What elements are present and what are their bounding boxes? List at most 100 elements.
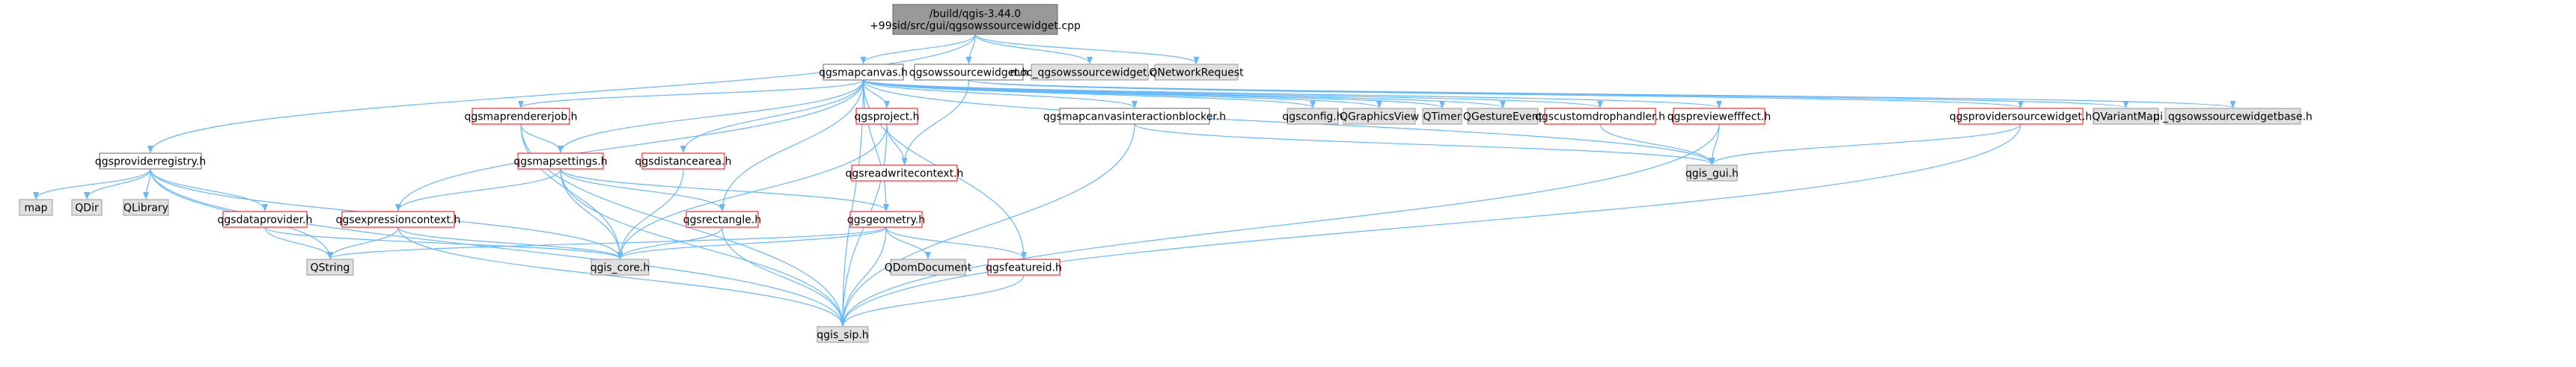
edge-qgsexpressioncontext-to-qgis_sip — [397, 226, 846, 327]
node-label-root: +99sid/src/gui/qgsowssourcewidget.cpp — [870, 20, 1081, 32]
node-qgsexpressioncontext[interactable]: qgsexpressioncontext.h — [336, 211, 461, 228]
node-qgis_gui: qgis_gui.h — [1685, 164, 1739, 182]
node-box-qdir — [71, 199, 103, 216]
node-label-qgsproviderregistry: qgsproviderregistry.h — [95, 156, 206, 168]
edge-qgsfeatureid-to-qgis_sip — [840, 274, 1025, 327]
node-label-qtimer: QTimer — [1423, 111, 1461, 123]
edge-qgsproviderregistry-to-qdir — [84, 168, 151, 200]
node-qgsmapcanvas[interactable]: qgsmapcanvas.h — [819, 64, 908, 81]
edge-qgsrectangle-to-qgis_sip — [721, 226, 846, 327]
edge-root-to-qnetworkrequest — [974, 34, 1200, 64]
node-label-qgsowssourcewidget: qgsowssourcewidget.h — [909, 67, 1028, 79]
node-label-qgsconfig: qgsconfig.h — [1282, 111, 1343, 123]
edge-qgsgeometry-to-qgis_core — [617, 226, 887, 259]
edge-root-to-qgsproviderregistry — [147, 34, 976, 153]
node-label-qgspreviewefffect: qgspreviewefffect.h — [1667, 111, 1771, 123]
edge-qgsmapcanvas-to-qgsdistancearea — [680, 79, 864, 153]
node-qdir: QDir — [71, 199, 103, 216]
node-label-qgsmapcanvas: qgsmapcanvas.h — [819, 67, 908, 79]
node-qgsmapsettings[interactable]: qgsmapsettings.h — [513, 152, 608, 170]
node-qgsmapcanvasinteractionblocker[interactable]: qgsmapcanvasinteractionblocker.h — [1043, 108, 1226, 125]
edge-qgsmapcanvas-to-qgsmapsettings — [558, 79, 864, 153]
node-qgspreviewefffect[interactable]: qgspreviewefffect.h — [1667, 108, 1771, 125]
node-box-qgspreviewefffect — [1673, 108, 1765, 125]
node-box-moc — [1031, 64, 1149, 81]
node-qgsrectangle[interactable]: qgsrectangle.h — [683, 211, 761, 228]
node-qgis_sip: qgis_sip.h — [817, 326, 869, 343]
edge-qgsproviderregistry-to-qlibrary — [143, 168, 151, 200]
node-box-ui_qgsowssourcewidgetbase — [2164, 108, 2301, 125]
node-qgsdistancearea[interactable]: qgsdistancearea.h — [635, 152, 732, 170]
node-box-qgscustomdrophandler — [1544, 108, 1656, 125]
edge-qgsmapcanvas-to-qgsexpressioncontext — [395, 79, 864, 212]
node-label-qgsreadwritecontext: qgsreadwritecontext.h — [846, 168, 964, 180]
node-ui_qgsowssourcewidgetbase: ui_qgsowssourcewidgetbase.h — [2153, 108, 2313, 125]
node-box-qgestureevent — [1467, 108, 1539, 125]
node-label-qgsfeatureid: qgsfeatureid.h — [986, 262, 1062, 274]
node-label-qgsmapcanvasinteractionblocker: qgsmapcanvasinteractionblocker.h — [1043, 111, 1226, 123]
edge-qgsmapsettings-to-qgis_core — [560, 168, 623, 259]
node-box-qgsrectangle — [686, 211, 759, 228]
node-label-qgsprovidersourcewidget: qgsprovidersourcewidget.h — [1950, 111, 2092, 123]
node-qdomdocument: QDomDocument — [885, 259, 972, 276]
node-qgsproviderregistry[interactable]: qgsproviderregistry.h — [95, 152, 206, 170]
node-box-qgsconfig — [1287, 108, 1339, 125]
node-qgsproject[interactable]: qgsproject.h — [855, 108, 920, 125]
edge-root-to-qgsmapcanvas — [860, 34, 976, 64]
edge-qgsgeometry-to-qstring — [327, 226, 887, 259]
edge-qgscustomdrophandler-to-qgis_gui — [1599, 123, 1715, 165]
node-qgsreadwritecontext[interactable]: qgsreadwritecontext.h — [846, 164, 964, 182]
node-box-qgsproviderregistry — [99, 152, 202, 170]
node-label-root: /build/qgis-3.44.0 — [930, 8, 1021, 20]
edge-qgspreviewefffect-to-qgis_sip — [840, 123, 1720, 327]
node-box-qgsfeatureid — [987, 259, 1060, 276]
node-box-qgsdistancearea — [641, 152, 725, 170]
node-qgsmaprendererjob[interactable]: qgsmaprendererjob.h — [464, 108, 578, 125]
node-qgsprovidersourcewidget[interactable]: qgsprovidersourcewidget.h — [1950, 108, 2092, 125]
edge-qgsproviderregistry-to-qgsdataprovider — [150, 168, 268, 212]
node-map: map — [19, 199, 53, 216]
node-qgsdataprovider[interactable]: qgsdataprovider.h — [218, 211, 313, 228]
edge-qgsdistancearea-to-qgis_core — [617, 168, 684, 259]
node-label-qgsdataprovider: qgsdataprovider.h — [218, 215, 313, 226]
node-box-qgsmapcanvasinteractionblocker — [1059, 108, 1210, 125]
edge-qgsmapcanvas-to-qgsmapcanvasinteractionblocker — [862, 79, 1138, 108]
node-qgsconfig: qgsconfig.h — [1282, 108, 1343, 125]
edge-qgsmapcanvasinteractionblocker-to-qgis_sip — [840, 123, 1135, 327]
edge-qgsgeometry-to-qdomdocument — [885, 226, 931, 259]
node-box-qtimer — [1422, 108, 1462, 125]
node-box-qlibrary — [123, 199, 169, 216]
edge-qgsdataprovider-to-qstring — [264, 226, 333, 259]
node-qgestureevent: QGestureEvent — [1463, 108, 1543, 125]
edge-qgsprovidersourcewidget-to-qgis_gui — [1709, 123, 2021, 165]
edge-root-to-qgsowssourcewidget — [965, 34, 976, 64]
node-label-map: map — [24, 203, 47, 215]
node-qgsfeatureid[interactable]: qgsfeatureid.h — [986, 259, 1062, 276]
node-box-qgsgeometry — [849, 211, 923, 228]
node-box-qgsproject — [855, 108, 918, 125]
edge-qgsmapsettings-to-qgsrectangle — [560, 168, 725, 212]
edge-qgsproviderregistry-to-map — [33, 168, 151, 200]
node-box-root — [892, 4, 1058, 35]
node-qgsgeometry[interactable]: qgsgeometry.h — [847, 211, 925, 228]
node-label-qgscustomdrophandler: qgscustomdrophandler.h — [1535, 111, 1665, 123]
edge-qgsowssourcewidget-to-ui_qgsowssourcewidgetbase — [968, 79, 2235, 108]
node-qgsowssourcewidget[interactable]: qgsowssourcewidget.h — [909, 64, 1028, 81]
node-qgscustomdrophandler[interactable]: qgscustomdrophandler.h — [1535, 108, 1665, 125]
node-label-qgsgeometry: qgsgeometry.h — [847, 215, 925, 226]
edge-qgsmaprendererjob-to-qgis_core — [520, 123, 623, 259]
edge-qgsprovidersourcewidget-to-qgis_sip — [840, 123, 2021, 327]
node-box-qnetworkrequest — [1154, 64, 1239, 81]
node-label-qgis_core: qgis_core.h — [590, 262, 650, 274]
node-root[interactable]: /build/qgis-3.44.0+99sid/src/gui/qgsowss… — [870, 4, 1081, 35]
node-qlibrary: QLibrary — [123, 199, 169, 216]
node-qvariantmap: QVariantMap — [2092, 108, 2160, 125]
node-box-qgsmaprendererjob — [471, 108, 570, 125]
node-label-qstring: QString — [311, 262, 350, 274]
node-box-qgis_sip — [817, 326, 869, 343]
edge-qgsexpressioncontext-to-qgis_core — [397, 226, 623, 259]
node-box-map — [19, 199, 53, 216]
edge-qgsgeometry-to-qgis_sip — [840, 226, 887, 327]
node-box-qgraphicsview — [1343, 108, 1416, 125]
